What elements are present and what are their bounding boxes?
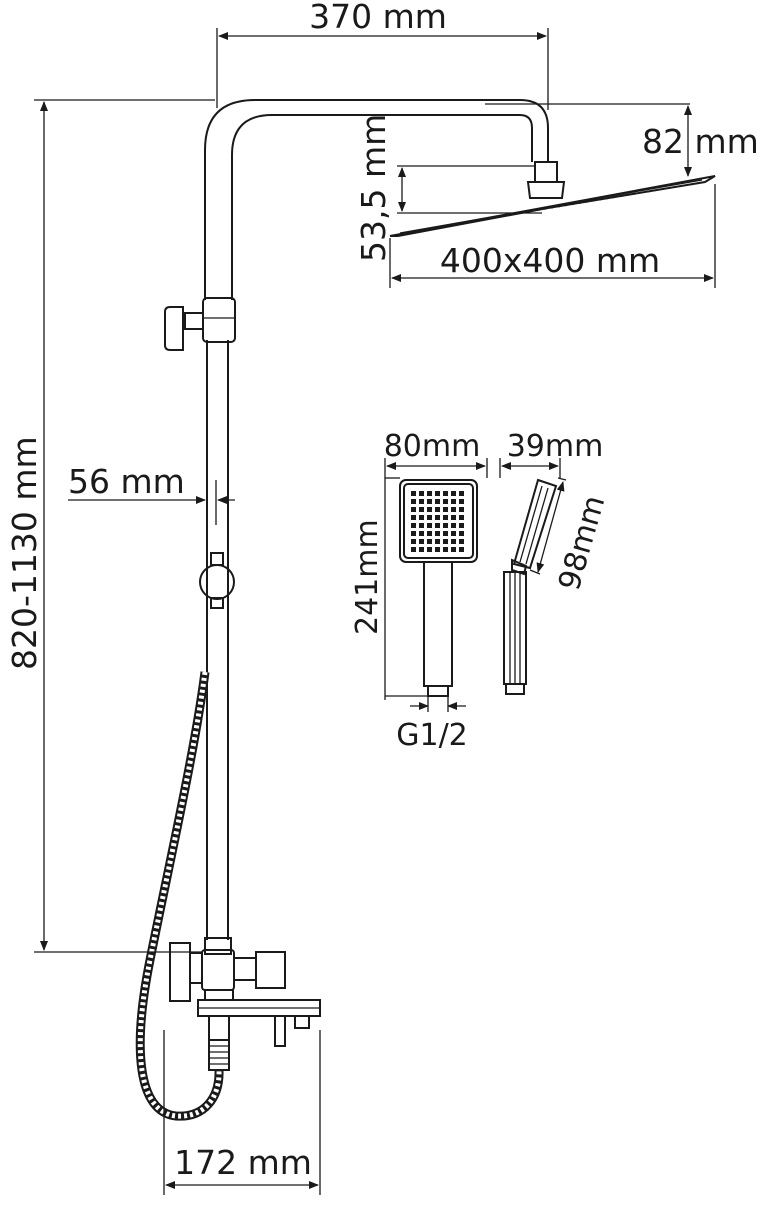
dimension-handshower-width: 80mm [384,429,488,700]
head-connector-label: 53,5 mm [354,114,393,262]
dimension-handshower-length: 241mm [350,477,428,697]
arm-length-label: 370 mm [309,0,447,36]
dimension-head-drop: 82 mm [485,103,759,177]
handshower-head-label: 98mm [552,492,612,595]
hand-shower-nozzles [411,491,464,552]
dimension-thread: G1/2 [396,696,468,753]
dimension-head-connector: 53,5 mm [354,114,542,262]
bath-mixer [169,937,321,1071]
dimension-head-size: 400x400 mm [389,184,716,288]
dimension-arm-length: 370 mm [216,0,549,110]
dimension-handshower-depth: 39mm [499,429,604,478]
mixer-projection-label: 172 mm [174,1143,312,1182]
dimension-total-height: 820-1130 mm [5,99,215,953]
hand-shower-side [503,478,558,695]
slide-holder [199,552,235,609]
dimension-handshower-head: 98mm [529,477,612,595]
handshower-length-label: 241mm [350,519,385,635]
thread-label: G1/2 [396,718,468,753]
dimension-bar-offset: 56 mm [68,462,235,525]
height-adjust-coupling [164,297,236,351]
shower-hose [135,671,224,1121]
handshower-width-label: 80mm [384,429,481,464]
head-drop-label: 82 mm [642,122,759,161]
nozzle-row [419,182,701,231]
shower-riser [204,99,549,940]
bar-offset-label: 56 mm [68,462,185,501]
total-height-label: 820-1130 mm [5,436,44,670]
handshower-depth-label: 39mm [507,429,604,464]
dimension-mixer-projection: 172 mm [163,1030,321,1195]
head-size-label: 400x400 mm [440,241,660,280]
overhead-shower-head [389,161,716,237]
hand-shower-front [399,479,478,697]
